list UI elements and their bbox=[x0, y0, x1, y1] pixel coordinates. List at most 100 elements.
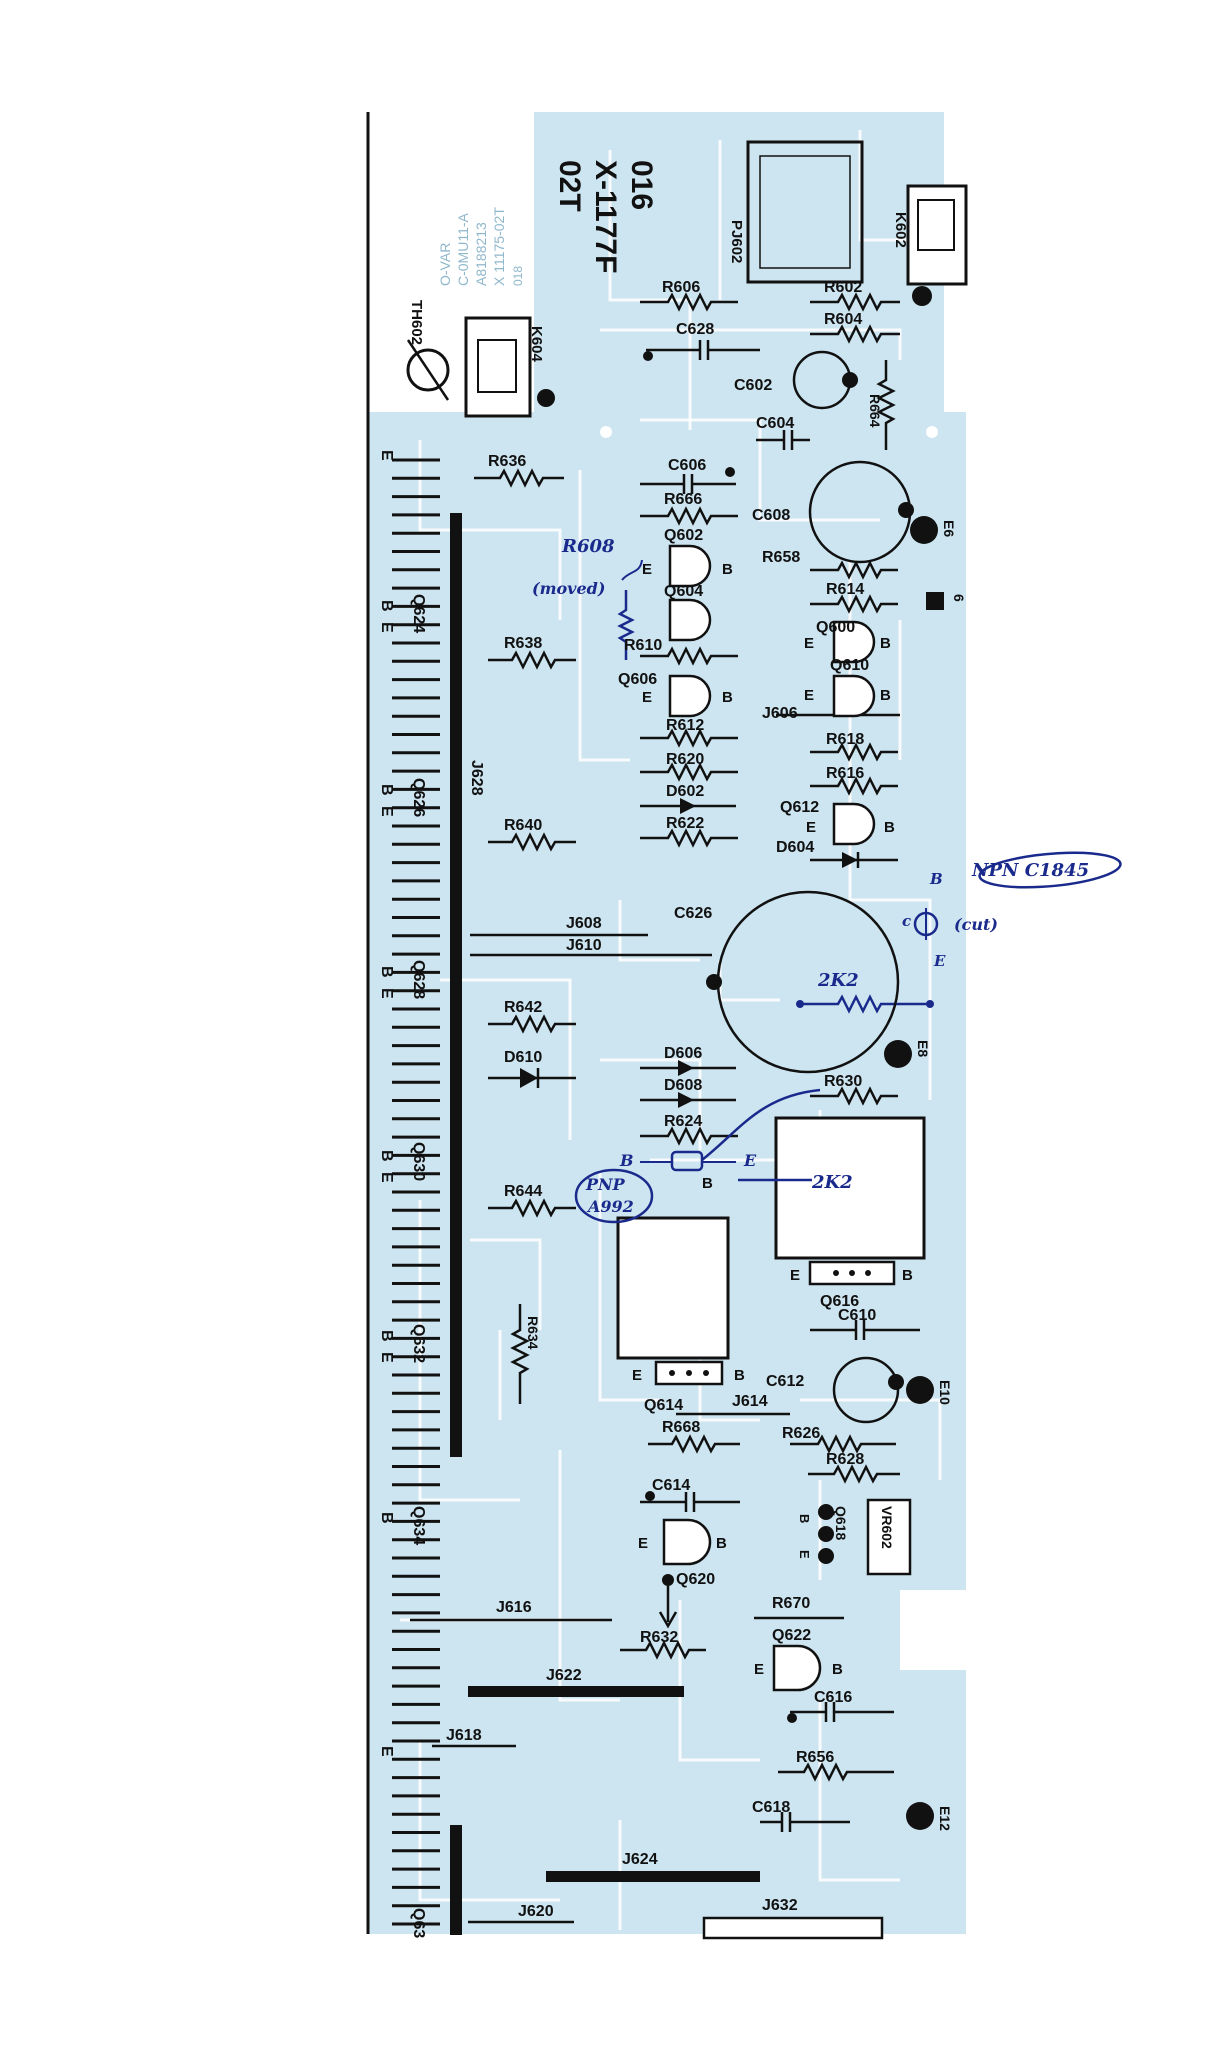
label-c610: C610 bbox=[838, 1307, 876, 1324]
edge-pin-e: E bbox=[378, 1352, 395, 1363]
header-mirrored-4: O-VAR bbox=[437, 243, 453, 286]
pin-b: B bbox=[902, 1267, 913, 1284]
label-j632: J632 bbox=[762, 1897, 798, 1914]
jumper-wire-blue bbox=[701, 1088, 821, 1161]
pin-e: E bbox=[638, 1535, 648, 1552]
hand-pnp-e: E bbox=[743, 1151, 757, 1170]
capacitor-c612-body bbox=[832, 1356, 900, 1424]
label-k602: K602 bbox=[892, 212, 909, 248]
edge-pin-markers: E B E B E B E B E B E B E bbox=[378, 450, 395, 1757]
bus-lower bbox=[450, 1825, 462, 1935]
mounting-hole bbox=[926, 426, 938, 438]
hand-a992: A992 bbox=[586, 1197, 634, 1216]
label-r636: R636 bbox=[488, 453, 526, 470]
label-r624: R624 bbox=[664, 1113, 702, 1130]
hand-2k2-bottom: 2K2 bbox=[811, 1172, 853, 1193]
electrolytic-capacitors bbox=[706, 350, 914, 1424]
label-j606: J606 bbox=[762, 705, 798, 722]
label-q604: Q604 bbox=[664, 583, 703, 600]
label-q610: Q610 bbox=[830, 657, 869, 674]
header-code-3: 02T bbox=[553, 160, 586, 212]
resistor-r630 bbox=[810, 1086, 898, 1106]
resistor-r636 bbox=[474, 468, 564, 488]
header-mirrored-small: 018 bbox=[511, 266, 525, 286]
header-mirrored-1: X 11175-02T bbox=[491, 207, 507, 286]
label-q606: Q606 bbox=[618, 671, 657, 688]
label-j628: J628 bbox=[468, 760, 485, 796]
label-r632: R632 bbox=[640, 1629, 678, 1646]
label-c612: C612 bbox=[766, 1373, 804, 1390]
transistor-q614-body bbox=[616, 1216, 730, 1360]
resistor-r666 bbox=[640, 506, 738, 526]
pin-e: E bbox=[790, 1267, 800, 1284]
pad-q618-2 bbox=[818, 1526, 834, 1542]
transistor-q622-body bbox=[772, 1644, 822, 1692]
label-r634: R634 bbox=[525, 1316, 541, 1350]
resistor-r620 bbox=[640, 762, 738, 782]
label-r620: R620 bbox=[666, 751, 704, 768]
resistor-r638 bbox=[488, 650, 576, 670]
capacitor-c628 bbox=[643, 340, 760, 361]
pin-e: E bbox=[804, 687, 814, 704]
test-point-e10 bbox=[906, 1376, 934, 1404]
header-code-2: X-1177F bbox=[589, 160, 622, 273]
capacitors bbox=[640, 340, 920, 1832]
transistor-q606-body bbox=[668, 674, 712, 718]
transistor-q612-body bbox=[832, 802, 876, 846]
edge-pin-e: E bbox=[378, 806, 395, 817]
label-j610: J610 bbox=[566, 937, 602, 954]
connector-j632 bbox=[702, 1916, 884, 1940]
resistor-r622 bbox=[640, 828, 738, 848]
capacitor-c610 bbox=[810, 1320, 920, 1340]
diodes bbox=[488, 798, 898, 1108]
pin-e: E bbox=[806, 819, 816, 836]
pin-e: E bbox=[754, 1661, 764, 1678]
pin-b: B bbox=[734, 1367, 745, 1384]
pnp-oval bbox=[574, 1168, 654, 1224]
capacitor-c616 bbox=[787, 1702, 894, 1723]
solder-point bbox=[926, 1000, 934, 1008]
resistor-r602 bbox=[810, 292, 900, 312]
pad-q618-3 bbox=[818, 1548, 834, 1564]
pin-e: E bbox=[797, 1550, 812, 1559]
transistor-q610-body bbox=[832, 674, 876, 718]
edge-connector-fingers bbox=[392, 458, 440, 1926]
transistors bbox=[662, 544, 939, 1692]
label-j616: J616 bbox=[496, 1599, 532, 1616]
label-pj602: PJ602 bbox=[728, 220, 745, 263]
label-q626: Q626 bbox=[410, 778, 427, 817]
label-r666: R666 bbox=[664, 491, 702, 508]
diode-d602 bbox=[640, 798, 736, 814]
test-point-e12 bbox=[906, 1802, 934, 1830]
pin-b: B bbox=[722, 561, 733, 578]
jumper-j624-bar bbox=[546, 1871, 760, 1882]
label-r630: R630 bbox=[824, 1073, 862, 1090]
board-header: 016 X-1177F 02T X 11175-02T A8188213 C-0… bbox=[437, 160, 658, 286]
edge-pin-b: B bbox=[378, 784, 395, 796]
pad-k604 bbox=[537, 389, 555, 407]
label-q602: Q602 bbox=[664, 527, 703, 544]
diode-d604 bbox=[810, 852, 898, 868]
pin-b: B bbox=[880, 635, 891, 652]
label-r622: R622 bbox=[666, 815, 704, 832]
transistor-q602-body bbox=[668, 544, 712, 588]
resistors bbox=[474, 292, 934, 1782]
label-q63x: Q63 bbox=[410, 1908, 427, 1938]
diode-d610 bbox=[488, 1068, 576, 1088]
label-c608: C608 bbox=[752, 507, 790, 524]
bus-j628 bbox=[450, 513, 462, 1457]
label-r628: R628 bbox=[826, 1451, 864, 1468]
header-code-1: 016 bbox=[625, 160, 658, 210]
diode-d608 bbox=[640, 1092, 736, 1108]
edge-pin-e: E bbox=[378, 622, 395, 633]
diode-d606 bbox=[640, 1060, 736, 1076]
resistor-r614 bbox=[810, 594, 898, 614]
label-r616: R616 bbox=[826, 765, 864, 782]
label-q614: Q614 bbox=[644, 1397, 683, 1414]
label-r612: R612 bbox=[666, 717, 704, 734]
resistor-r634 bbox=[510, 1304, 530, 1404]
resistor-r610 bbox=[640, 646, 738, 666]
handwritten-text: R608 (moved) NPN C1845 (cut) c B E 2K2 2… bbox=[532, 536, 1089, 1216]
relay-k604 bbox=[464, 316, 532, 418]
pin-b: B bbox=[832, 1661, 843, 1678]
